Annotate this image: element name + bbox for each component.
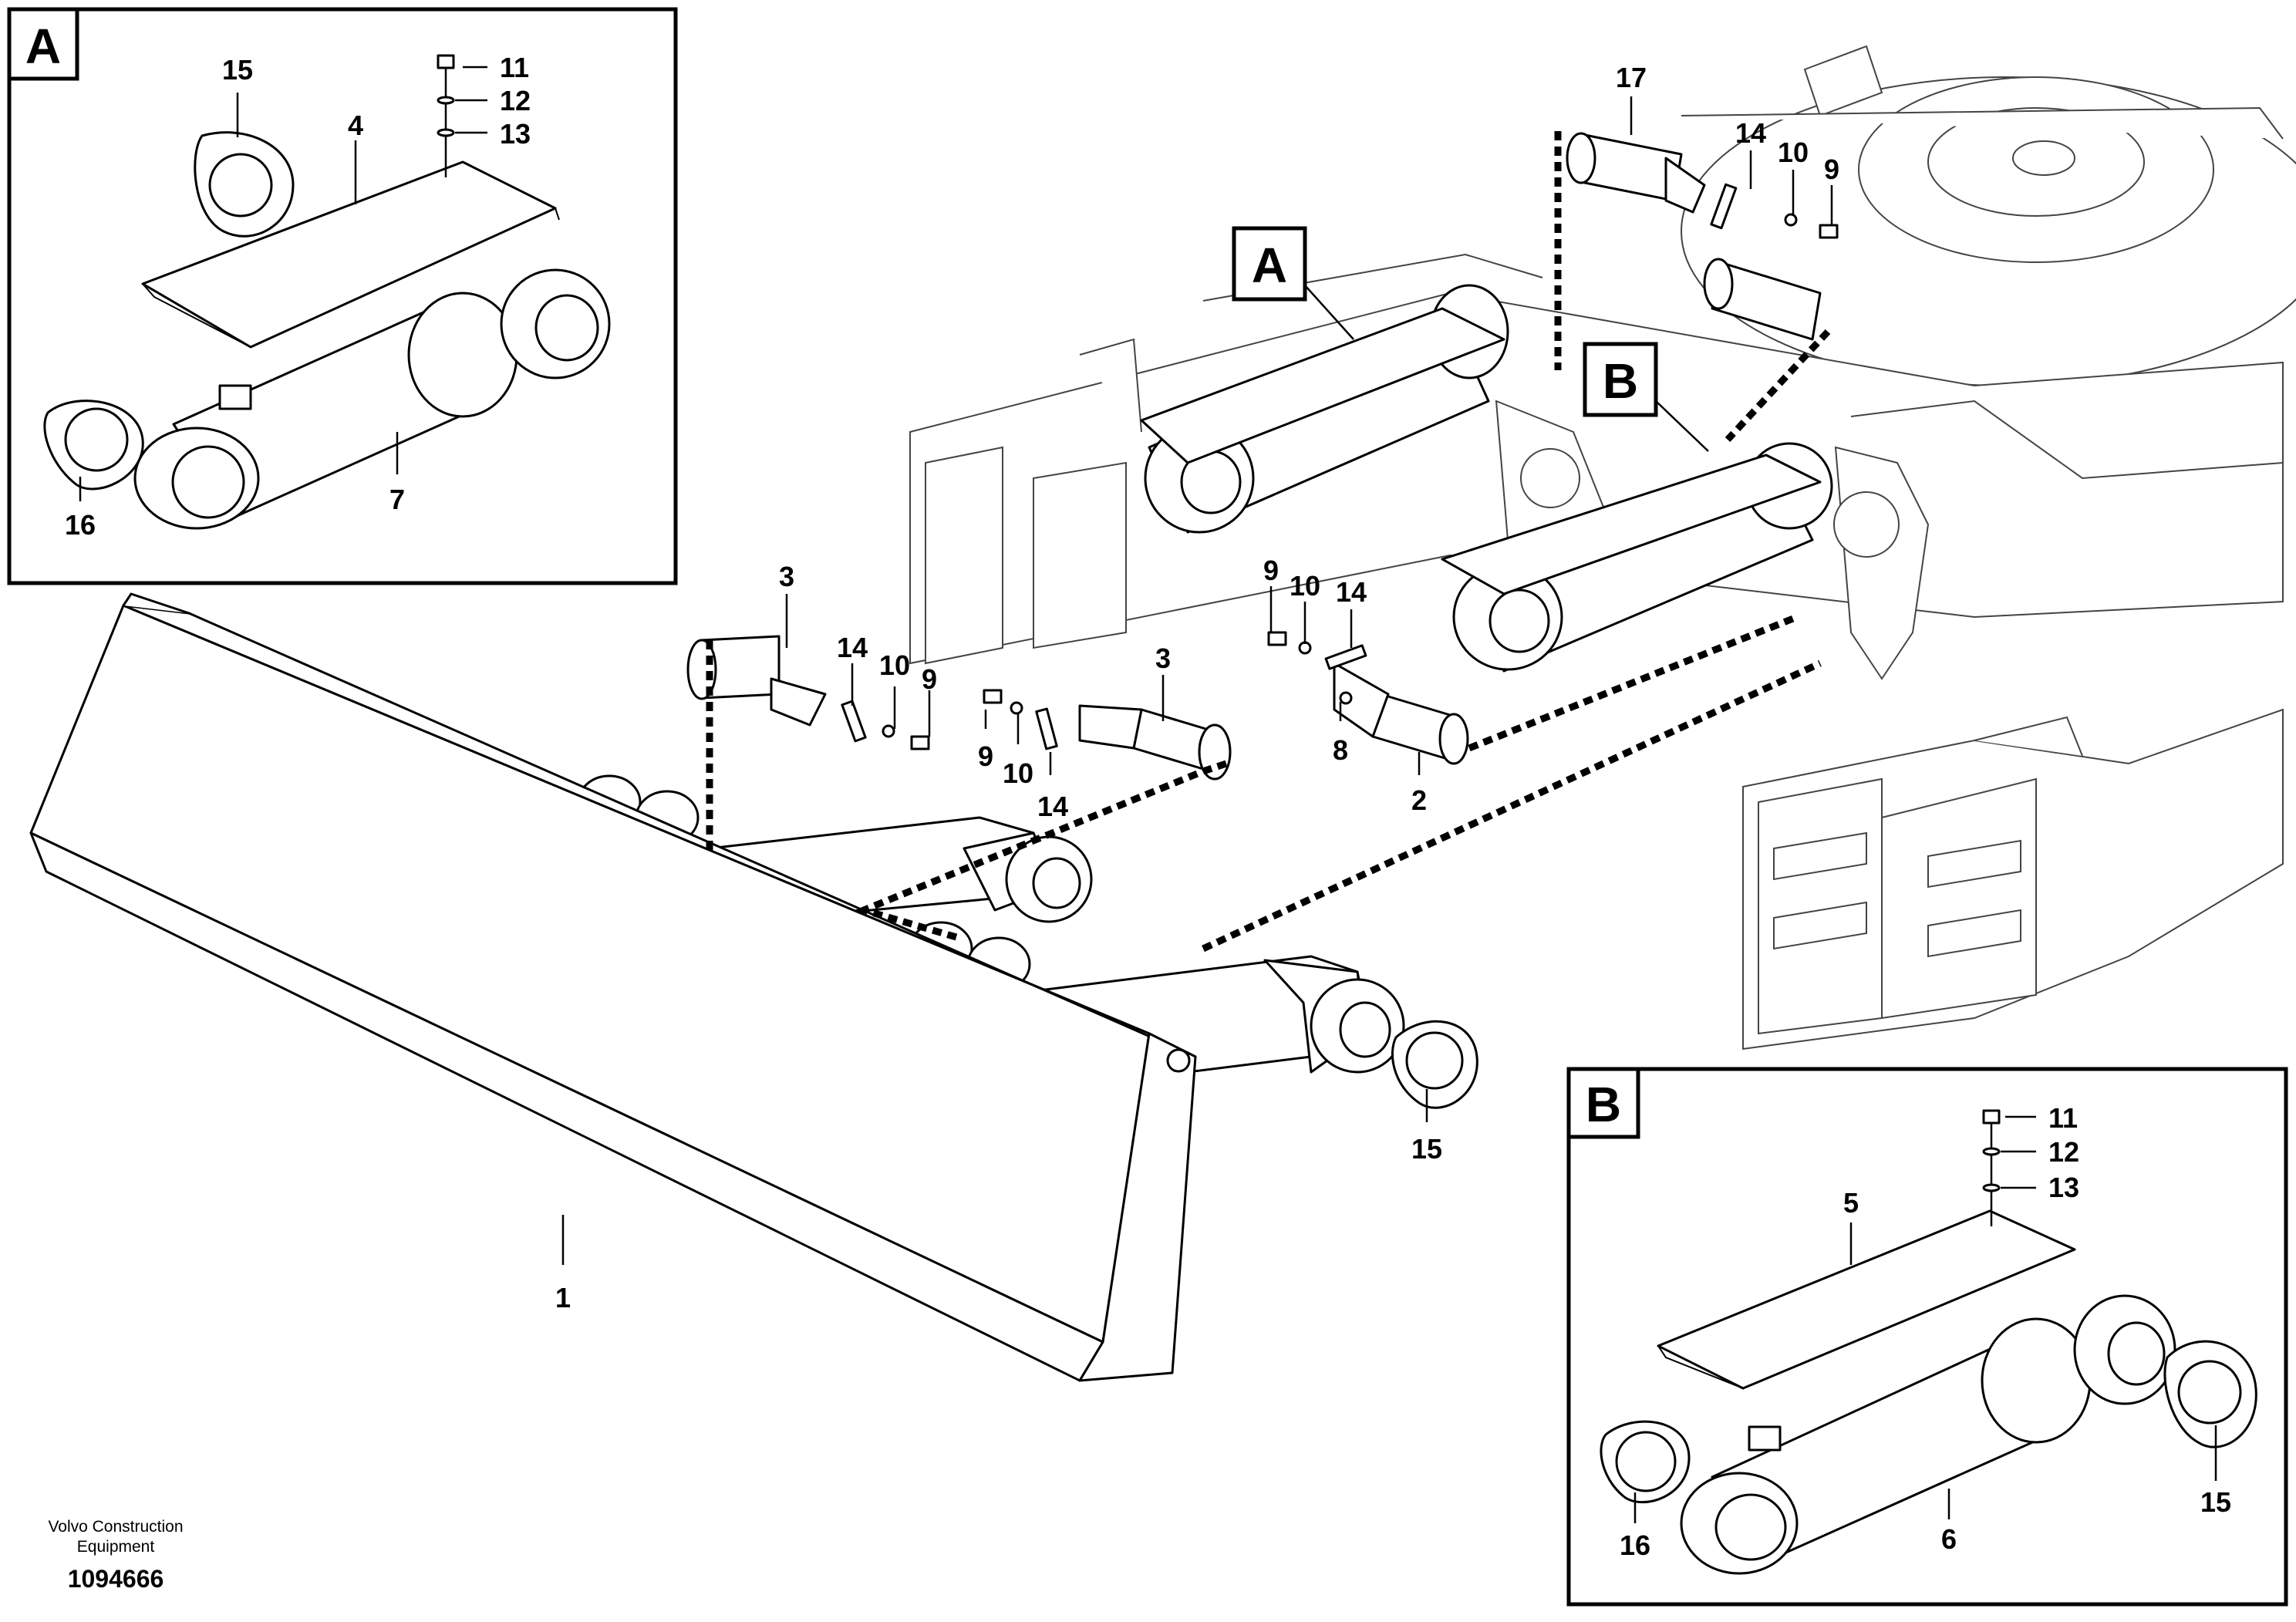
callout-10-a: 10	[879, 649, 910, 681]
callout-b-13: 13	[2048, 1172, 2079, 1203]
callout-a-7: 7	[389, 484, 405, 515]
callout-b-12: 12	[2048, 1136, 2079, 1168]
callout-14-a: 14	[837, 632, 868, 663]
inset-a: A 15 11 12 13 4 16	[7, 7, 678, 585]
callout-10-b: 10	[1003, 757, 1033, 789]
callout-17: 17	[1616, 62, 1647, 93]
callout-10-d: 10	[1778, 137, 1809, 168]
callout-1: 1	[555, 1282, 571, 1313]
callout-3-left: 3	[779, 561, 794, 592]
cover-plate-5	[1657, 1209, 2076, 1390]
dozer-blade-assembly	[29, 592, 1478, 1382]
callout-b-5: 5	[1843, 1187, 1859, 1219]
callout-b-16: 16	[1620, 1529, 1650, 1561]
callout-14-d: 14	[1735, 117, 1766, 149]
cylinder-b-main	[1441, 442, 1833, 673]
callout-b-15: 15	[2200, 1486, 2231, 1518]
footer-line-2: Equipment	[77, 1538, 155, 1556]
callout-15: 15	[1411, 1133, 1442, 1165]
footer: Volvo Construction Equipment 1094666	[48, 1518, 183, 1593]
blade	[29, 604, 1151, 1344]
svg-text:A: A	[1252, 238, 1287, 293]
callout-9-d: 9	[1824, 153, 1839, 185]
inset-b-letter: B	[1586, 1077, 1621, 1132]
marker-a: A	[1232, 226, 1354, 340]
callout-a-12: 12	[500, 85, 531, 116]
callout-14-c: 14	[1336, 576, 1367, 608]
doc-number: 1094666	[68, 1565, 164, 1593]
callout-b-11: 11	[2048, 1102, 2078, 1134]
cylinder-a-main	[1140, 284, 1509, 534]
callout-a-4: 4	[348, 110, 363, 141]
assembly-dash-lines	[706, 131, 1831, 953]
callout-8: 8	[1333, 734, 1348, 766]
footer-line-1: Volvo Construction	[48, 1518, 183, 1536]
callout-14-b: 14	[1037, 791, 1068, 822]
callout-3-right: 3	[1155, 642, 1171, 674]
callout-9-b: 9	[978, 740, 993, 772]
callout-9-a: 9	[922, 663, 937, 695]
callout-a-15: 15	[222, 54, 253, 86]
svg-text:B: B	[1603, 353, 1638, 409]
main-callouts: 1 2 3 3 8 14 10 9 9 10 14 9 10 14 14	[555, 62, 1839, 1313]
callout-a-16: 16	[65, 509, 96, 541]
callout-9-c: 9	[1263, 555, 1279, 586]
callout-a-13: 13	[500, 118, 531, 150]
marker-b: B	[1583, 342, 1709, 452]
inset-a-letter: A	[25, 19, 61, 74]
machine-frame-background	[909, 45, 2296, 1050]
callout-b-6: 6	[1941, 1523, 1957, 1555]
callout-a-11: 11	[500, 52, 529, 83]
callout-2: 2	[1411, 784, 1427, 816]
pins-hardware	[686, 132, 1839, 781]
inset-b: B 11 12 13 5 16 6 15	[1566, 1067, 2288, 1607]
callout-10-c: 10	[1290, 570, 1320, 602]
